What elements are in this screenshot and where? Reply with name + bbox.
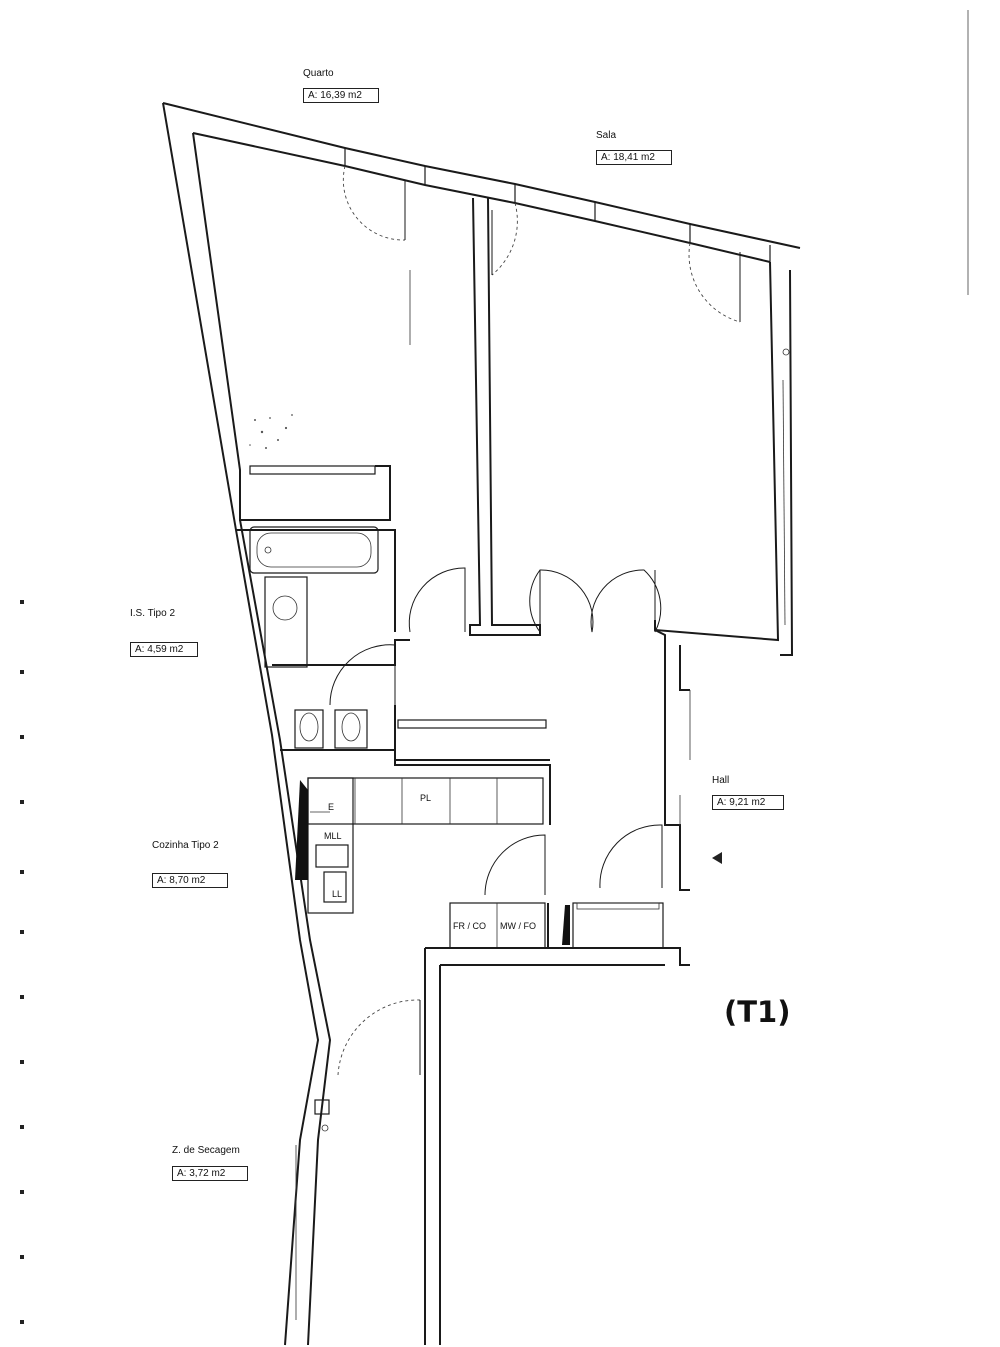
fixture-e-label: E (328, 802, 335, 812)
room-name-is: I.S. Tipo 2 (130, 608, 176, 619)
hall-walls (394, 629, 691, 891)
room-name-quarto: Quarto (303, 68, 334, 79)
margin-mark (20, 1190, 24, 1194)
room-area-is: A: 4,59 m2 (130, 642, 198, 657)
room-name-hall: Hall (712, 775, 730, 786)
room-area-quarto: A: 16,39 m2 (303, 88, 379, 103)
margin-mark (20, 735, 24, 739)
bathroom-fixtures (249, 526, 550, 761)
room-name-sala: Sala (596, 130, 617, 141)
bedroom-living-partition (409, 197, 541, 636)
margin-mark (20, 600, 24, 604)
room-area-secagem: A: 3,72 m2 (172, 1166, 248, 1181)
left-wall (162, 102, 332, 1346)
margin-mark (20, 1255, 24, 1259)
drying-area (295, 1099, 330, 1320)
room-area-hall: A: 9,21 m2 (712, 795, 784, 810)
room-name-secagem: Z. de Secagem (172, 1145, 240, 1156)
margin-mark (20, 995, 24, 999)
bedroom-closet (236, 465, 396, 632)
margin-mark (20, 670, 24, 674)
margin-mark (20, 1060, 24, 1064)
plan-type-label: (T1) (724, 995, 791, 1029)
room-area-sala: A: 18,41 m2 (596, 150, 672, 165)
fixture-fridge-label: FR / CO (453, 921, 486, 931)
door-swings (329, 165, 741, 1076)
room-area-cozinha: A: 8,70 m2 (152, 873, 228, 888)
margin-mark (20, 800, 24, 804)
fixture-ll-label: LL (332, 889, 343, 899)
margin-mark (20, 1320, 24, 1324)
living-right-wall (654, 261, 794, 656)
entrance-arrow-icon (712, 852, 722, 864)
fixture-microwave-label: MW / FO (500, 921, 536, 931)
margin-mark (20, 870, 24, 874)
margin-mark (20, 1125, 24, 1129)
fixture-plate-label: PL (420, 793, 432, 803)
scan-noise (249, 414, 293, 449)
room-name-cozinha: Cozinha Tipo 2 (152, 840, 219, 851)
margin-mark (20, 930, 24, 934)
fixture-mll-label: MLL (324, 831, 342, 841)
appliance-row (424, 902, 690, 1345)
facade-wall (162, 102, 801, 263)
kitchen-counter (295, 777, 544, 914)
